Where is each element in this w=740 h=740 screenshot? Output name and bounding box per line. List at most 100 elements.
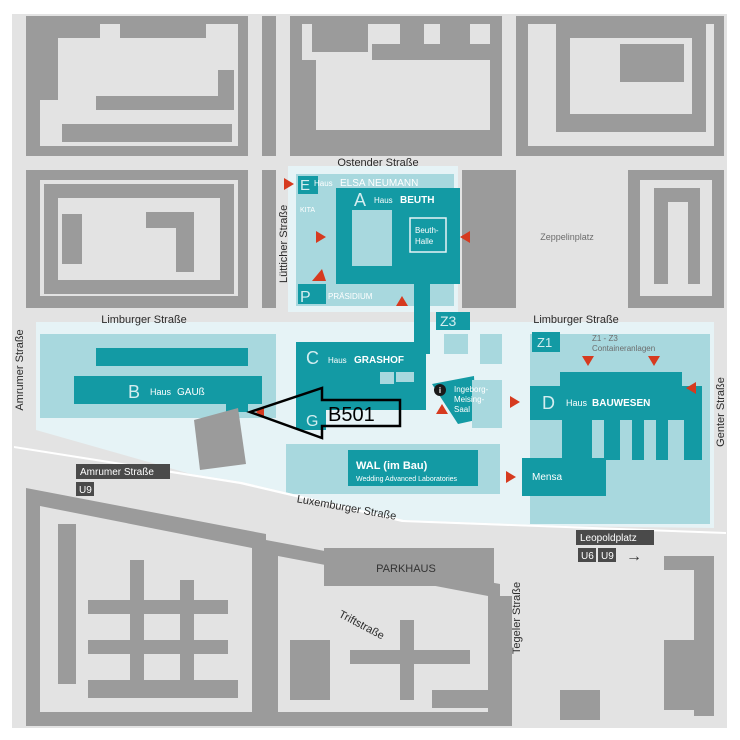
- block-sm-3: [400, 620, 414, 700]
- building-wal: [348, 450, 478, 486]
- building-d-prefix: Haus: [566, 398, 588, 408]
- amrumer-line-label: U9: [79, 485, 92, 496]
- block-top-mid: [290, 16, 502, 156]
- containers-line2: Containeranlagen: [592, 344, 655, 353]
- block-top-mid-left: [262, 16, 276, 156]
- block-sw-bar-1: [58, 524, 76, 684]
- building-e-name: ELSA NEUMANN: [340, 178, 418, 189]
- label-limburger-strasse-left: Limburger Straße: [101, 314, 187, 326]
- label-genter-strasse: Genter Straße: [715, 377, 727, 447]
- entrance-arrow-icon: [686, 382, 696, 394]
- block-se-2: [694, 556, 714, 716]
- leopoldplatz-station-badge: [576, 530, 654, 545]
- building-c-court: [380, 372, 394, 384]
- frame-bottom: [0, 728, 740, 740]
- entrance-arrow-icon: [460, 231, 470, 243]
- leopold-line1-label: U6: [581, 551, 594, 562]
- building-a-courtyard: [352, 210, 392, 266]
- luxemburger-strasse-band: [14, 446, 726, 544]
- amrumer-station-badge: [76, 464, 170, 479]
- building-p-marker: [298, 284, 326, 304]
- building-d-leg-3: [632, 420, 644, 460]
- saal-line2: Meising-: [454, 395, 485, 404]
- entrance-arrow-icon: [312, 269, 326, 281]
- leopold-line2-badge: [598, 548, 616, 562]
- connector-a-c: [414, 284, 430, 354]
- entrance-arrow-icon: [436, 404, 448, 414]
- label-parkhaus: PARKHAUS: [376, 563, 436, 575]
- building-b-annex: [226, 398, 248, 412]
- building-d: [530, 386, 702, 420]
- building-a-letter: A: [354, 190, 366, 210]
- beuth-halle-box: [409, 217, 447, 253]
- frame-top: [0, 0, 740, 14]
- entrance-arrow-icon: [648, 356, 660, 366]
- building-e-strip: [322, 174, 452, 190]
- leopold-line2-label: U9: [601, 551, 614, 562]
- building-z3-label: Z3: [440, 313, 457, 329]
- building-mensa: [522, 458, 606, 496]
- block-se-3: [664, 640, 694, 710]
- transit-amrumer: Amrumer Straße U9: [76, 464, 170, 496]
- block-sw-bar-5: [180, 580, 194, 690]
- leopold-line1-badge: [578, 548, 596, 562]
- building-z1: [532, 332, 560, 352]
- building-d-leg-1: [562, 420, 592, 464]
- building-b-wing-north: [96, 348, 248, 366]
- building-b-letter: B: [128, 382, 140, 402]
- amrumer-line-badge: [76, 482, 94, 496]
- building-c-letter: C: [306, 348, 319, 368]
- direction-arrow-icon: →: [626, 548, 642, 565]
- building-e-prefix: Haus: [314, 179, 333, 188]
- mensa-label: Mensa: [532, 472, 562, 483]
- building-p-name: PRÄSIDIUM: [328, 292, 373, 301]
- block-second-right: [628, 170, 724, 308]
- label-tegeler-strasse: Tegeler Straße: [511, 582, 523, 654]
- containers-line1: Z1 - Z3: [592, 334, 618, 343]
- saal-line1: Ingeborg-: [454, 385, 489, 394]
- building-g-marker: [296, 396, 326, 430]
- svg-text:i: i: [439, 386, 441, 395]
- building-c-court-2: [396, 372, 414, 382]
- block-second-luetticher: [262, 170, 276, 308]
- courtyard-3: [472, 380, 502, 428]
- beuth-halle-line2: Halle: [415, 237, 434, 246]
- block-se-4: [560, 690, 600, 720]
- label-limburger-strasse-right: Limburger Straße: [533, 314, 619, 326]
- wal-subtitle: Wedding Advanced Laboratories: [356, 476, 458, 483]
- entrance-arrow-icon: [284, 178, 294, 190]
- building-z1-label: Z1: [537, 335, 552, 350]
- block-zeppelinplatz: [462, 170, 614, 308]
- building-b-name: GAUß: [177, 387, 205, 398]
- building-g-grey: [194, 408, 246, 470]
- info-icon: i: [434, 384, 446, 396]
- building-g-letter: G: [306, 413, 318, 430]
- building-z3: [436, 312, 470, 330]
- block-south-mid-inner: [278, 556, 488, 712]
- building-d-leg-4: [656, 420, 668, 460]
- entrance-arrow-icon: [582, 356, 594, 366]
- frame-right: [727, 0, 740, 740]
- building-e-marker: [298, 176, 318, 194]
- label-ostender-strasse: Ostender Straße: [337, 157, 418, 169]
- entrance-arrow-icon: [316, 231, 326, 243]
- block-sm-1: [290, 640, 330, 700]
- annotation-b501: B501: [246, 386, 402, 440]
- entrance-arrow-icon: [396, 296, 408, 306]
- building-e-letter: E: [300, 177, 310, 194]
- block-sw-bar-4: [130, 560, 144, 690]
- building-a-prefix: Haus: [374, 196, 393, 205]
- left-arrow-outline-icon: [246, 386, 402, 440]
- block-second-left: [26, 170, 248, 308]
- building-a-west-wing: [298, 232, 328, 276]
- building-b-prefix: Haus: [150, 387, 172, 397]
- building-c-prefix: Haus: [328, 356, 347, 365]
- building-c-name: GRASHOF: [354, 355, 404, 366]
- entrance-arrow-icon: [506, 471, 516, 483]
- label-zeppelinplatz: Zeppelinplatz: [540, 232, 594, 242]
- building-p-letter: P: [300, 289, 311, 306]
- block-top-right: [516, 16, 724, 156]
- annotation-label: B501: [328, 404, 375, 426]
